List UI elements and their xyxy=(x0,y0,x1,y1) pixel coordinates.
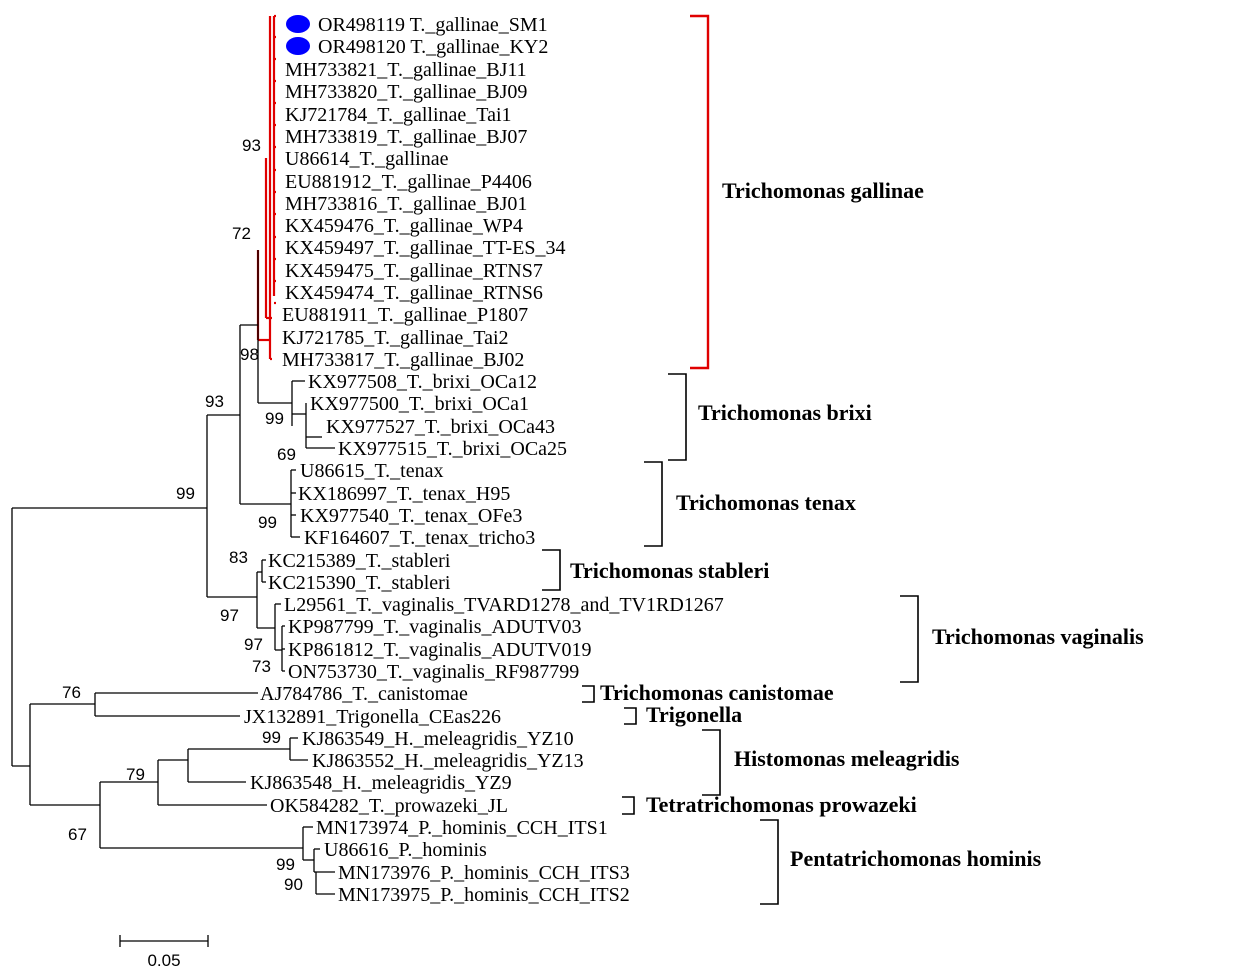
clade-label: Pentatrichomonas hominis xyxy=(790,846,1042,871)
leaf-label: KX977508_T._brixi_OCa12 xyxy=(308,371,537,393)
bootstrap-value: 69 xyxy=(277,445,296,464)
leaf-label: U86614_T._gallinae xyxy=(285,148,449,170)
leaf-label: JX132891_Trigonella_CEas226 xyxy=(244,706,501,728)
bootstrap-value: 67 xyxy=(68,825,87,844)
clade-bracket xyxy=(582,685,595,703)
clade-bracket xyxy=(624,707,637,725)
leaf-label: ON753730_T._vaginalis_RF987799 xyxy=(288,661,579,683)
leaf-label: KX459476_T._gallinae_WP4 xyxy=(285,215,523,237)
bootstrap-value: 73 xyxy=(252,657,271,676)
leaf-label: KX977540_T._tenax_OFe3 xyxy=(300,505,522,527)
leaf-label: MH733821_T._gallinae_BJ11 xyxy=(285,59,527,81)
leaf-label: KP861812_T._vaginalis_ADUTV019 xyxy=(288,639,592,661)
clade-brackets xyxy=(542,14,919,905)
clade-label: Trichomonas stableri xyxy=(570,558,769,583)
leaf-label: KC215390_T._stableri xyxy=(268,572,451,594)
leaf-label: OK584282_T._prowazeki_JL xyxy=(270,795,508,817)
leaf-label: KX459474_T._gallinae_RTNS6 xyxy=(285,282,543,304)
bootstrap-value: 99 xyxy=(265,409,284,428)
leaf-label: KJ863552_H._meleagridis_YZ13 xyxy=(312,750,584,772)
leaf-label: MN173976_P._hominis_CCH_ITS3 xyxy=(338,862,630,884)
leaf-label: KC215389_T._stableri xyxy=(268,550,451,572)
clade-label: Trichomonas brixi xyxy=(698,400,872,425)
tree-branches xyxy=(11,14,335,895)
leaf-label: KX186997_T._tenax_H95 xyxy=(298,483,510,505)
leaf-label: KJ721785_T._gallinae_Tai2 xyxy=(282,327,509,349)
bootstrap-value: 98 xyxy=(240,345,259,364)
leaf-label: KX459497_T._gallinae_TT-ES_34 xyxy=(285,237,566,259)
leaf-label: EU881912_T._gallinae_P4406 xyxy=(285,171,532,193)
clade-bracket xyxy=(690,14,710,370)
clade-bracket xyxy=(702,729,721,796)
clade-bracket xyxy=(622,796,635,815)
leaf-label: KJ721784_T._gallinae_Tai1 xyxy=(285,104,512,126)
sample-markers xyxy=(286,15,310,55)
scale-bar: 0.05 xyxy=(119,935,209,968)
leaf-label: MH733819_T._gallinae_BJ07 xyxy=(285,126,527,148)
leaf-label: OR498119 T._gallinae_SM1 xyxy=(318,14,548,36)
scale-bar-label: 0.05 xyxy=(147,951,180,968)
leaf-label: KP987799_T._vaginalis_ADUTV03 xyxy=(288,616,582,638)
leaf-label: KX977515_T._brixi_OCa25 xyxy=(338,438,567,460)
leaf-label: OR498120 T._gallinae_KY2 xyxy=(318,36,548,58)
clade-label: Trigonella xyxy=(646,702,742,727)
bootstrap-value: 97 xyxy=(220,606,239,625)
clade-bracket xyxy=(668,373,687,461)
leaf-label: U86616_P._hominis xyxy=(324,839,487,861)
bootstrap-value: 76 xyxy=(62,683,81,702)
leaf-label: MH733816_T._gallinae_BJ01 xyxy=(285,193,527,215)
clade-bracket xyxy=(900,595,919,683)
leaf-label: KX459475_T._gallinae_RTNS7 xyxy=(285,260,543,282)
sample-marker xyxy=(286,37,310,55)
bootstrap-value: 93 xyxy=(205,392,224,411)
leaf-label: L29561_T._vaginalis_TVARD1278_and_TV1RD1… xyxy=(284,594,724,616)
clade-label: Trichomonas gallinae xyxy=(722,178,924,203)
bootstrap-value: 97 xyxy=(244,635,263,654)
leaf-label: KJ863548_H._meleagridis_YZ9 xyxy=(250,772,512,794)
clade-bracket xyxy=(542,549,561,591)
leaf-label: KX977527_T._brixi_OCa43 xyxy=(326,416,555,438)
bootstrap-value: 99 xyxy=(258,513,277,532)
bootstrap-value: 90 xyxy=(284,875,303,894)
leaf-label: U86615_T._tenax xyxy=(300,460,444,482)
leaf-label: AJ784786_T._canistomae xyxy=(260,683,468,705)
bootstrap-value: 93 xyxy=(242,136,261,155)
clade-bracket xyxy=(760,819,779,905)
clade-label: Trichomonas tenax xyxy=(676,490,856,515)
bootstrap-value: 83 xyxy=(229,548,248,567)
leaf-label: MN173975_P._hominis_CCH_ITS2 xyxy=(338,884,630,906)
bootstrap-value: 99 xyxy=(176,484,195,503)
bootstrap-value: 99 xyxy=(276,855,295,874)
leaf-label: KJ863549_H._meleagridis_YZ10 xyxy=(302,728,574,750)
leaf-label: MH733817_T._gallinae_BJ02 xyxy=(282,349,524,371)
leaf-label: KX977500_T._brixi_OCa1 xyxy=(310,393,529,415)
bootstrap-value: 72 xyxy=(232,224,251,243)
leaf-label: MH733820_T._gallinae_BJ09 xyxy=(285,81,527,103)
clade-label: Tetratrichomonas prowazeki xyxy=(646,792,917,817)
bootstrap-value: 99 xyxy=(262,728,281,747)
clade-bracket xyxy=(644,461,663,547)
leaf-label: EU881911_T._gallinae_P1807 xyxy=(282,304,528,326)
bootstrap-value: 79 xyxy=(126,765,145,784)
leaf-label: KF164607_T._tenax_tricho3 xyxy=(304,527,535,549)
leaf-label: MN173974_P._hominis_CCH_ITS1 xyxy=(316,817,608,839)
clade-label: Histomonas meleagridis xyxy=(734,746,960,771)
sample-marker xyxy=(286,15,310,33)
clade-label: Trichomonas canistomae xyxy=(600,680,834,705)
clade-label: Trichomonas vaginalis xyxy=(932,624,1144,649)
